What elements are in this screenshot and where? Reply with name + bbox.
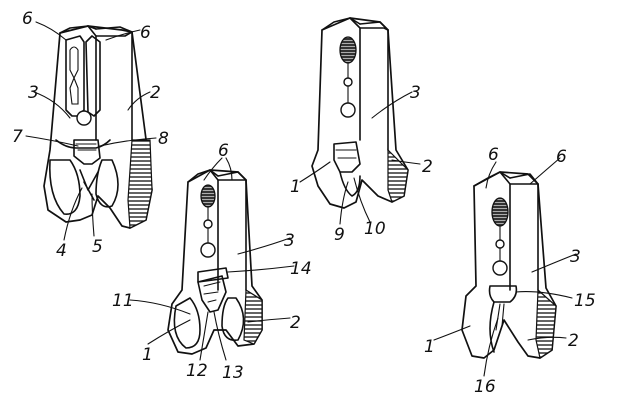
label-2-d: 2: [568, 331, 579, 351]
label-7: 7: [12, 127, 23, 147]
label-10: 10: [364, 219, 386, 239]
label-3-d: 3: [570, 247, 581, 267]
label-13: 13: [222, 363, 244, 383]
label-15: 15: [574, 291, 596, 311]
label-5: 5: [92, 237, 103, 257]
label-14: 14: [290, 259, 312, 279]
label-6-a-right: 6: [140, 23, 151, 43]
label-16: 16: [474, 377, 496, 397]
label-1-b: 1: [290, 177, 301, 197]
label-1-d: 1: [424, 337, 435, 357]
clothespin-fig-b: [311, 17, 409, 209]
label-4: 4: [56, 241, 67, 261]
label-11: 11: [112, 291, 134, 311]
label-2-c: 2: [290, 313, 301, 333]
label-1-c: 1: [142, 345, 153, 365]
label-9: 9: [334, 225, 345, 245]
label-12: 12: [186, 361, 208, 381]
label-8: 8: [158, 129, 169, 149]
label-6-d-left: 6: [488, 145, 499, 165]
label-6-d-right: 6: [556, 147, 567, 167]
reference-labels: 6 6 3 2 7 8 4 5 3 2 1 9 10 6 3 14 11 2 1…: [12, 9, 596, 397]
label-3-c: 3: [284, 231, 295, 251]
label-3-a: 3: [28, 83, 39, 103]
clothespin-fig-d: [461, 171, 557, 359]
label-2-a: 2: [150, 83, 161, 103]
label-3-b: 3: [410, 83, 421, 103]
clothespin-fig-a: [43, 25, 153, 229]
clothespin-fig-c: [167, 169, 263, 355]
leader-lines: [25, 21, 577, 377]
label-6-c: 6: [218, 141, 229, 161]
label-6-a-left: 6: [22, 9, 33, 29]
label-2-b: 2: [422, 157, 433, 177]
